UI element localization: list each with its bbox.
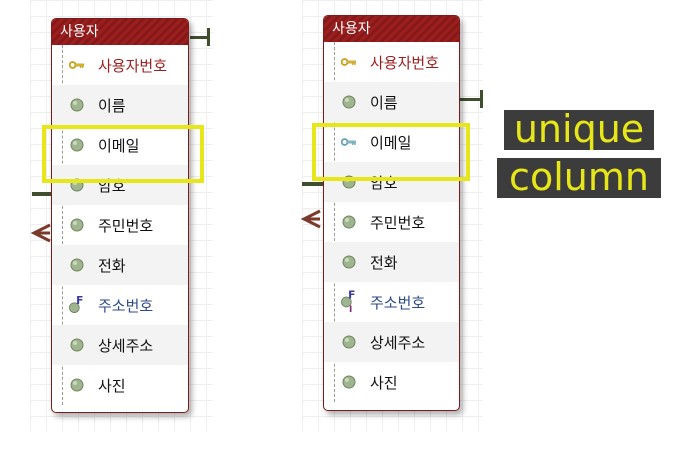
primary-key-icon	[69, 57, 85, 73]
column-row[interactable]: 이름	[324, 82, 459, 122]
column-row[interactable]: 사용자번호	[52, 45, 188, 85]
column-dot-icon	[69, 97, 85, 113]
column-row[interactable]: 이름	[52, 85, 188, 125]
column-row[interactable]: 이메일	[52, 125, 188, 165]
column-name: 이름	[370, 93, 398, 112]
column-name: 사용자번호	[98, 56, 168, 75]
column-row[interactable]: F 주소번호	[52, 285, 188, 325]
column-dot-icon	[341, 214, 357, 230]
column-row[interactable]: 사진	[52, 365, 188, 405]
column-row[interactable]: 주민번호	[324, 202, 459, 242]
crowfoot-marker	[30, 223, 51, 243]
column-name: 사진	[98, 376, 126, 395]
svg-text:F: F	[348, 289, 355, 301]
column-row[interactable]: 암호	[324, 162, 459, 202]
relationship-line	[32, 192, 52, 196]
entity-title[interactable]: 사용자	[52, 19, 188, 45]
column-dot-icon	[69, 377, 85, 393]
svg-text:I: I	[349, 305, 352, 315]
relationship-line	[460, 98, 482, 101]
column-name: 전화	[98, 256, 126, 275]
column-row[interactable]: 전화	[52, 245, 188, 285]
column-dot-icon	[341, 94, 357, 110]
column-name: 상세주소	[370, 333, 426, 352]
column-row[interactable]: 사용자번호	[324, 42, 459, 82]
svg-text:F: F	[76, 295, 83, 307]
column-row[interactable]: 주민번호	[52, 205, 188, 245]
column-name: 상세주소	[98, 336, 154, 355]
column-divider	[334, 42, 335, 402]
column-row[interactable]: 이메일	[324, 122, 459, 162]
highlight-box	[312, 123, 470, 181]
entity-title[interactable]: 사용자	[324, 16, 459, 42]
highlight-box	[42, 125, 204, 183]
relationship-tick	[480, 90, 483, 108]
column-name: 사용자번호	[370, 53, 440, 72]
annotation-label-line2: column	[497, 158, 661, 198]
annotation-label-line1: unique	[504, 110, 654, 150]
relationship-tick	[207, 28, 210, 46]
column-name: 이름	[98, 96, 126, 115]
column-row[interactable]: 상세주소	[324, 322, 459, 362]
relationship-line	[190, 36, 208, 39]
column-row[interactable]: 암호	[52, 165, 188, 205]
column-divider	[62, 45, 63, 405]
column-dot-icon	[69, 137, 85, 153]
foreign-key-icon: F	[69, 295, 85, 313]
column-row[interactable]: 사진	[324, 362, 459, 402]
column-name: 주소번호	[98, 296, 154, 315]
column-dot-icon	[341, 254, 357, 270]
column-name: 주소번호	[370, 293, 426, 312]
column-name: 사진	[370, 373, 398, 392]
column-dot-icon	[69, 337, 85, 353]
column-name: 이메일	[98, 136, 140, 155]
unique-key-icon	[341, 134, 357, 150]
relationship-line	[302, 182, 324, 186]
column-dot-icon	[341, 334, 357, 350]
crowfoot-marker	[300, 209, 321, 229]
column-dot-icon	[69, 257, 85, 273]
column-row[interactable]: 상세주소	[52, 325, 188, 365]
column-name: 전화	[370, 253, 398, 272]
column-dot-icon	[69, 217, 85, 233]
column-dot-icon	[341, 374, 357, 390]
column-row[interactable]: 전화	[324, 242, 459, 282]
column-name: 주민번호	[370, 213, 426, 232]
primary-key-icon	[341, 54, 357, 70]
column-name: 이메일	[370, 133, 412, 152]
column-name: 주민번호	[98, 216, 154, 235]
